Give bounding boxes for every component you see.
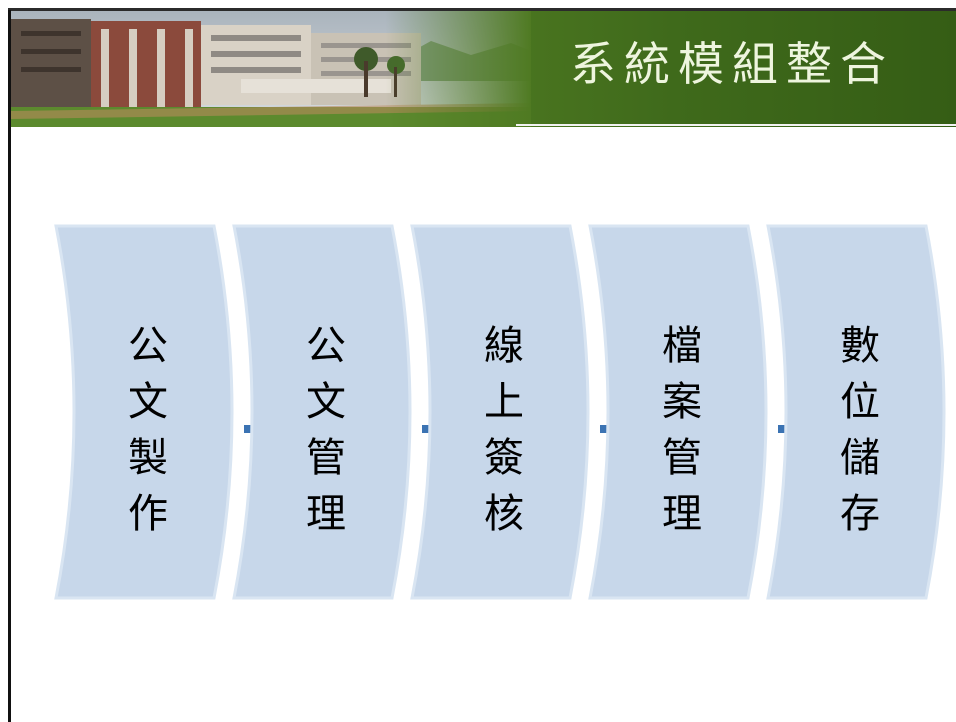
stage-label-4: 檔 案 管 理 [662, 323, 702, 537]
stage-chevron-5 [766, 224, 946, 600]
slide-title: 系統模組整合 [570, 37, 894, 91]
header-underline [516, 124, 956, 126]
campus-building-photo [11, 11, 531, 127]
slide-header: 系統模組整合 [11, 11, 956, 127]
slide-top-border [8, 8, 956, 11]
stage-label-5: 數 位 儲 存 [840, 323, 880, 537]
stage-label-2: 公 文 管 理 [306, 323, 346, 537]
stage-label-3: 線 上 簽 核 [484, 323, 524, 537]
stage-chevron-1 [54, 224, 234, 600]
stage-chevron-4 [588, 224, 768, 600]
slide-left-border [8, 10, 11, 722]
stage-chevron-2 [232, 224, 412, 600]
stage-chevron-3 [410, 224, 590, 600]
stage-label-1: 公 文 製 作 [128, 323, 168, 537]
